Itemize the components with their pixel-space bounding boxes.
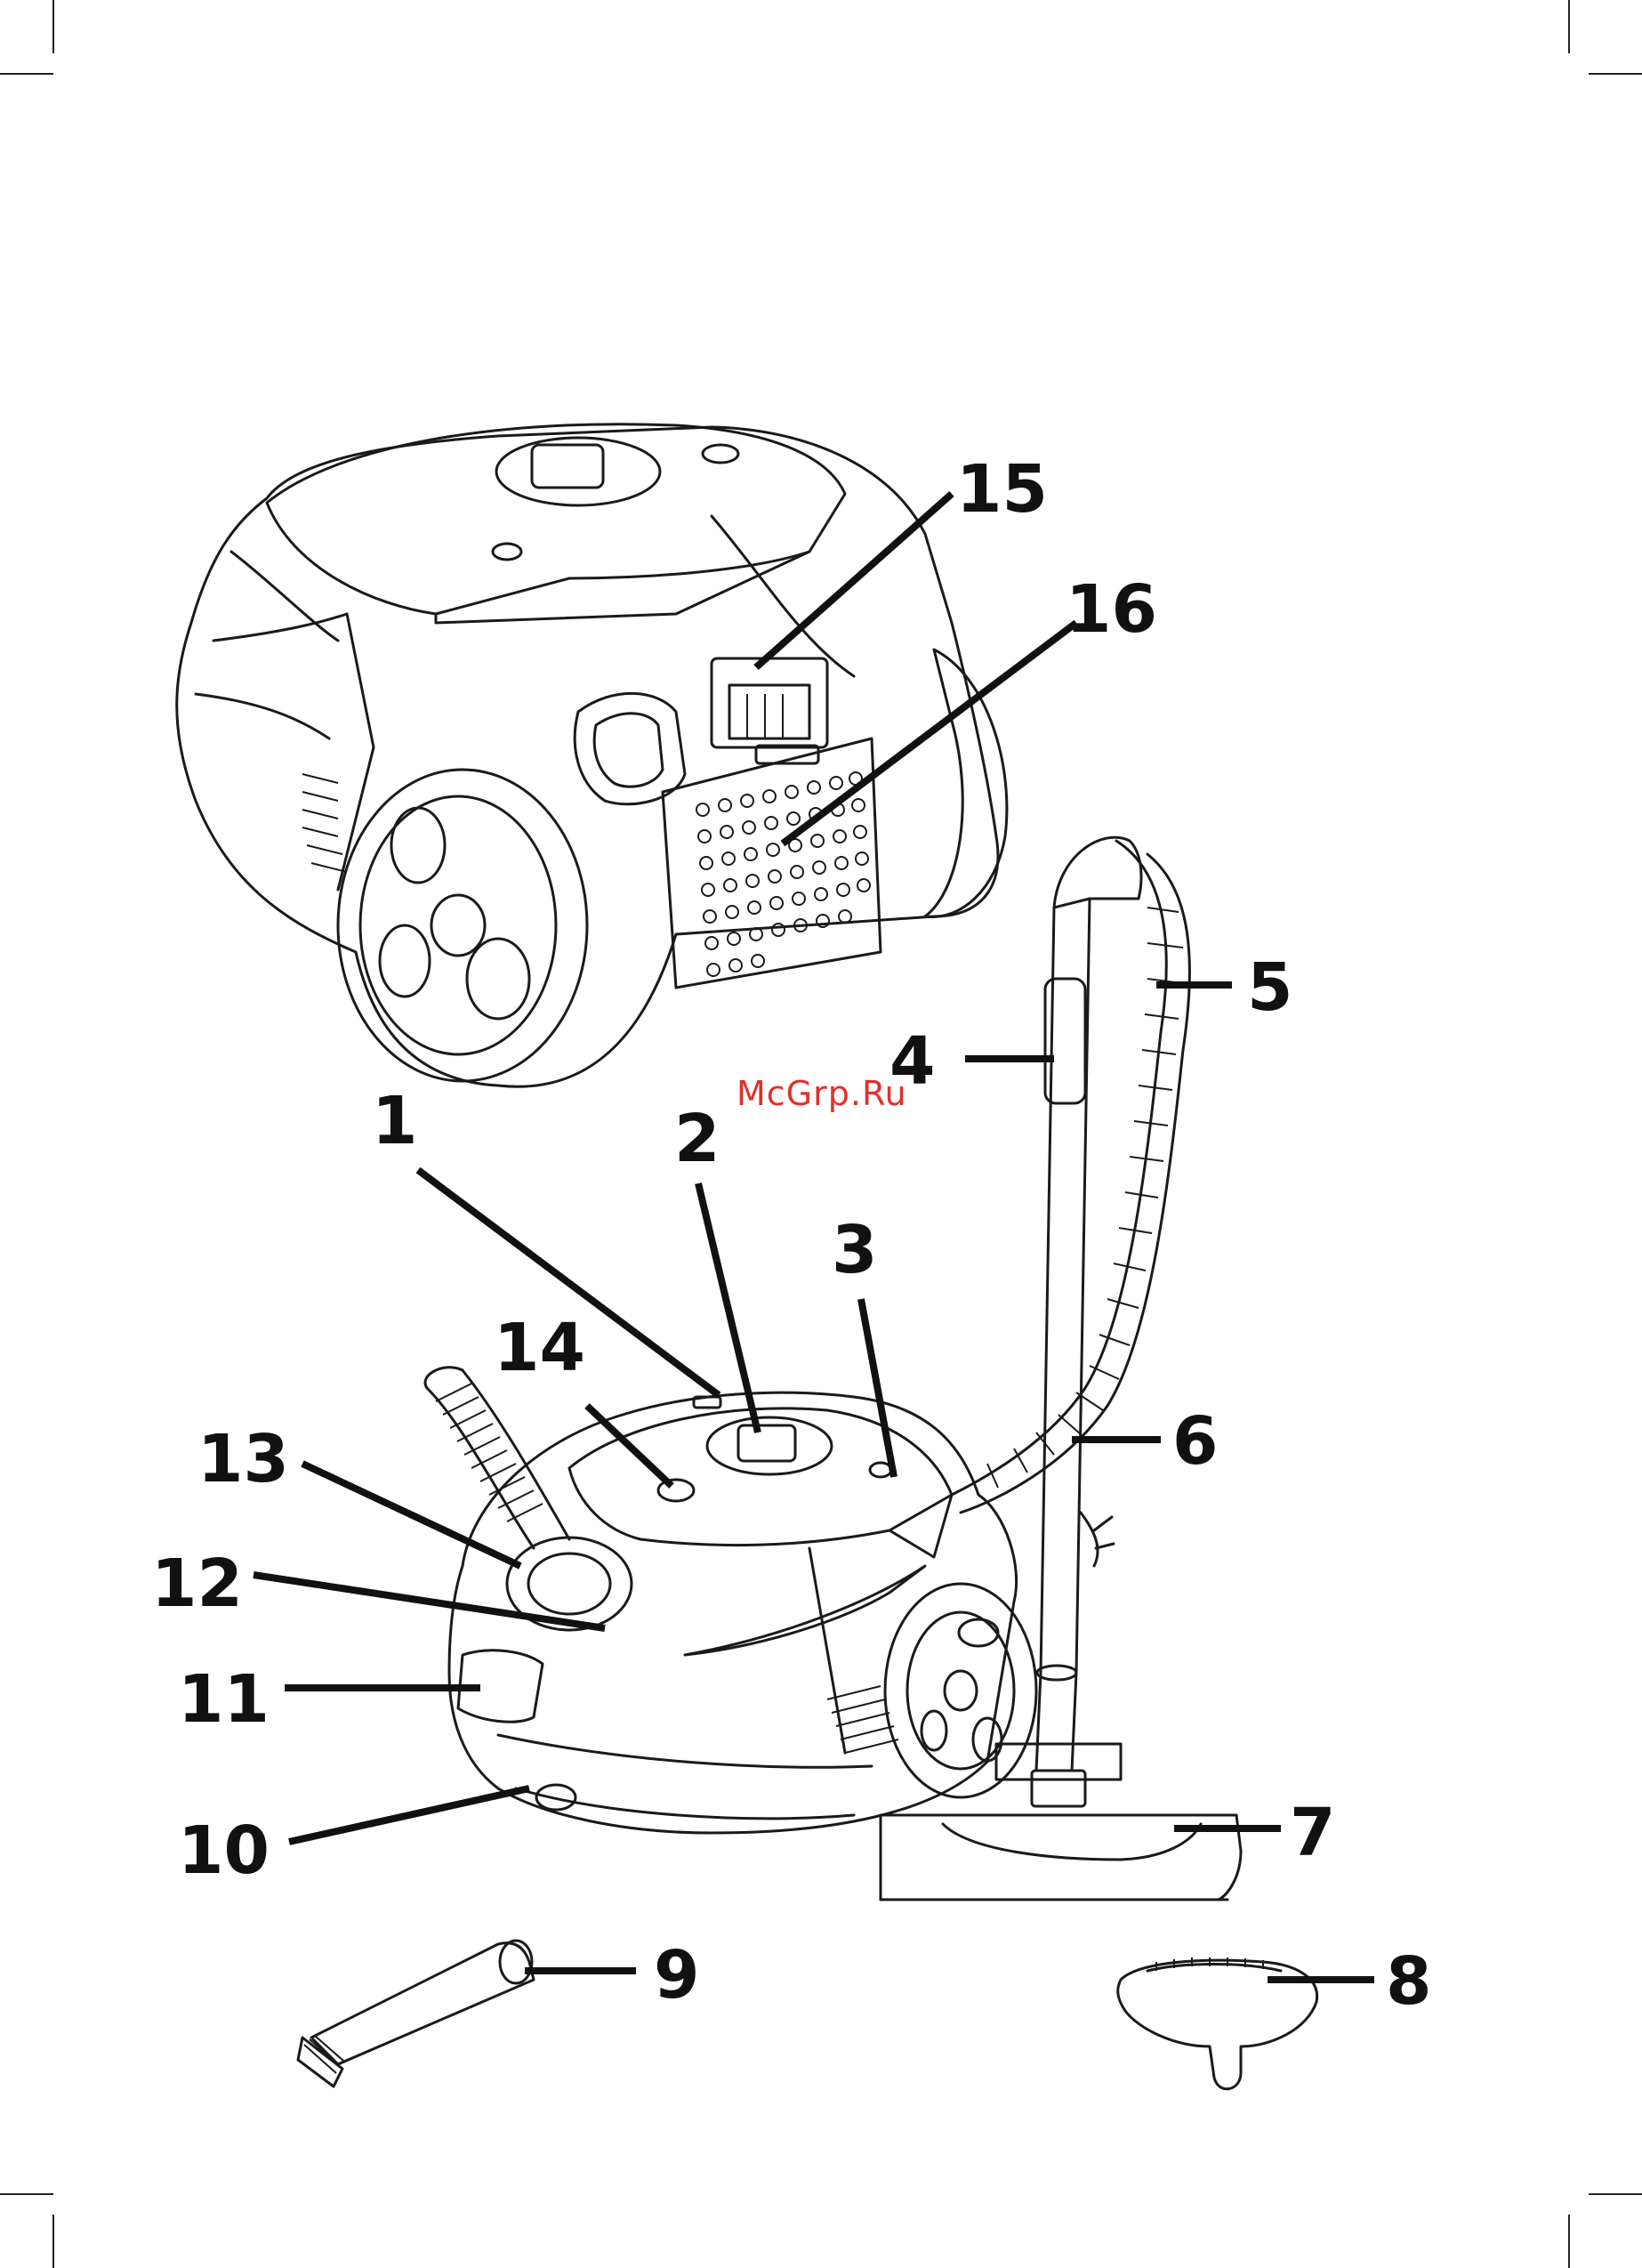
callout-8: 8 bbox=[1386, 1943, 1432, 2020]
callout-3: 3 bbox=[832, 1212, 878, 1288]
callout-16: 16 bbox=[1066, 571, 1157, 648]
callout-7: 7 bbox=[1290, 1795, 1336, 1871]
callout-12: 12 bbox=[151, 1546, 243, 1622]
callout-1: 1 bbox=[372, 1083, 418, 1159]
leader-lines bbox=[254, 494, 1374, 1980]
callout-2: 2 bbox=[674, 1101, 720, 1177]
callout-5: 5 bbox=[1247, 949, 1293, 1026]
callout-10: 10 bbox=[178, 1812, 270, 1889]
callout-11: 11 bbox=[178, 1661, 270, 1738]
callout-9: 9 bbox=[654, 1937, 700, 2014]
callout-13: 13 bbox=[197, 1421, 289, 1497]
watermark: McGrp.Ru bbox=[736, 1074, 907, 1113]
rear-view-illustration bbox=[177, 424, 1007, 1087]
callout-14: 14 bbox=[494, 1310, 585, 1386]
callout-15: 15 bbox=[956, 451, 1048, 528]
callout-6: 6 bbox=[1172, 1403, 1219, 1480]
exhaust-grille-holes bbox=[696, 772, 870, 976]
crevice-tool-illustration bbox=[298, 1941, 534, 2086]
